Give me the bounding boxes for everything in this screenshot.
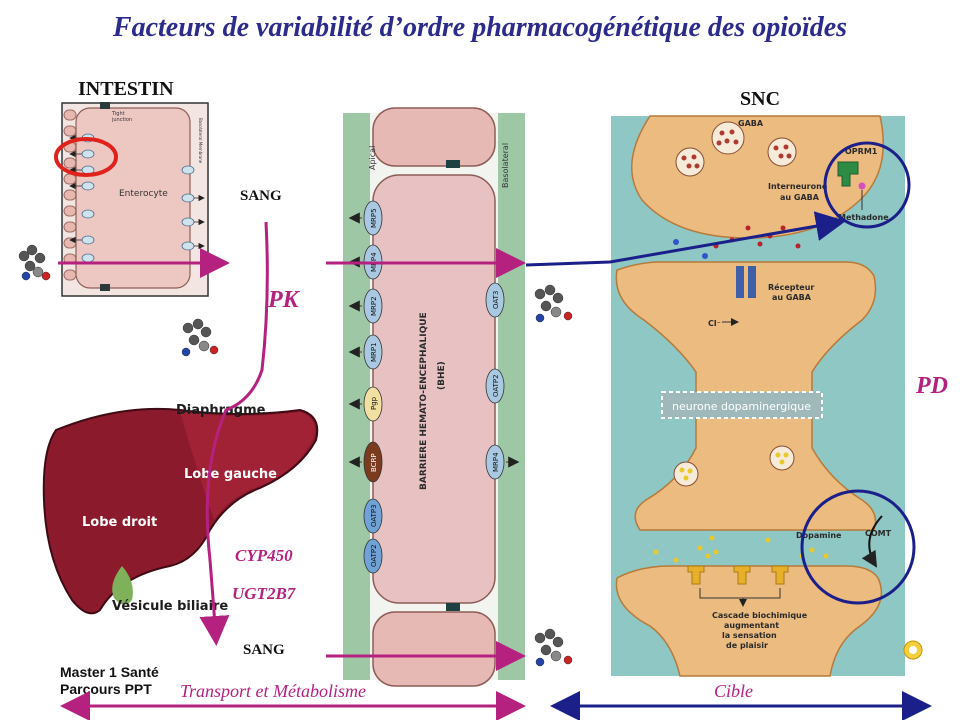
enterocyte-label: Enterocyte xyxy=(119,189,168,199)
svg-text:Cl⁻: Cl⁻ xyxy=(708,319,721,328)
logo-icon xyxy=(903,640,923,660)
svg-text:Dopamine: Dopamine xyxy=(796,531,842,540)
svg-text:neurone dopaminergique: neurone dopaminergique xyxy=(672,400,811,413)
flow-arrows xyxy=(58,211,932,720)
pk-label: PK xyxy=(268,287,299,313)
svg-text:OPRM1: OPRM1 xyxy=(845,147,878,156)
pgp-highlight-circle xyxy=(54,137,118,177)
liver-illustration: Diaphragme Lobe gauche Lobe droit Vésicu… xyxy=(42,403,319,615)
svg-text:Diaphragme: Diaphragme xyxy=(176,403,266,418)
snc-label: SNC xyxy=(740,88,781,110)
svg-text:MRP1: MRP1 xyxy=(370,342,378,362)
svg-text:junction: junction xyxy=(111,117,132,123)
svg-text:OAT3: OAT3 xyxy=(492,291,500,309)
svg-text:la sensation: la sensation xyxy=(722,631,777,640)
svg-text:au GABA: au GABA xyxy=(772,293,812,302)
svg-text:Basolateral: Basolateral xyxy=(501,143,510,188)
page-title: Facteurs de variabilité d’ordre pharmaco… xyxy=(112,12,848,43)
pd-label: PD xyxy=(916,373,948,399)
svg-text:Pgp: Pgp xyxy=(370,396,378,410)
svg-text:Lobe droit: Lobe droit xyxy=(82,515,157,530)
svg-text:OATP2: OATP2 xyxy=(492,374,500,397)
svg-text:Basolateral Membrane: Basolateral Membrane xyxy=(198,118,203,164)
sang-bottom-label: SANG xyxy=(243,642,285,658)
intestin-label: INTESTIN xyxy=(78,78,174,100)
svg-text:MRP2: MRP2 xyxy=(370,296,378,316)
bhe-panel: Apical Basolateral MRP5 MRP4 MRP2 MRP1 P… xyxy=(343,107,525,687)
svg-text:Vésicule biliaire: Vésicule biliaire xyxy=(112,599,228,614)
svg-text:augmentant: augmentant xyxy=(724,621,779,630)
svg-text:Methadone: Methadone xyxy=(838,213,889,222)
svg-text:au GABA: au GABA xyxy=(780,193,820,202)
bhe-label-line1: BARRIERE HEMATO-ENCEPHALIQUE xyxy=(419,312,429,490)
cyp450-label: CYP450 xyxy=(235,546,293,565)
svg-text:MRP4: MRP4 xyxy=(492,452,500,472)
svg-text:OATP2: OATP2 xyxy=(370,544,378,567)
bhe-label-line2: (BHE) xyxy=(437,361,447,390)
svg-text:OATP3: OATP3 xyxy=(370,504,378,527)
comt-highlight-circle xyxy=(800,489,916,605)
svg-text:Lobe gauche: Lobe gauche xyxy=(184,467,277,482)
svg-text:Cascade biochimique: Cascade biochimique xyxy=(712,611,808,620)
svg-text:Apical: Apical xyxy=(368,146,377,170)
sang-top-label: SANG xyxy=(240,188,282,204)
svg-text:Tight: Tight xyxy=(111,111,125,117)
svg-text:COMT: COMT xyxy=(865,529,892,538)
snc-panel: GABA Interneurone au GABA OPRM1 Methadon… xyxy=(611,115,916,677)
molecule-icons xyxy=(18,244,573,667)
ugt2b7-label: UGT2B7 xyxy=(232,584,296,603)
svg-text:BCRP: BCRP xyxy=(370,453,378,472)
oprm1-highlight-circle xyxy=(823,141,911,229)
svg-text:de plaisir: de plaisir xyxy=(726,641,768,650)
enterocyte-panel: Tight junction Enterocyte Baso xyxy=(54,102,209,297)
svg-text:Récepteur: Récepteur xyxy=(768,282,814,292)
svg-text:GABA: GABA xyxy=(738,119,764,128)
svg-text:MRP5: MRP5 xyxy=(370,208,378,228)
svg-text:Interneurone: Interneurone xyxy=(768,182,828,191)
credit-line-1: Master 1 Santé xyxy=(60,664,159,680)
